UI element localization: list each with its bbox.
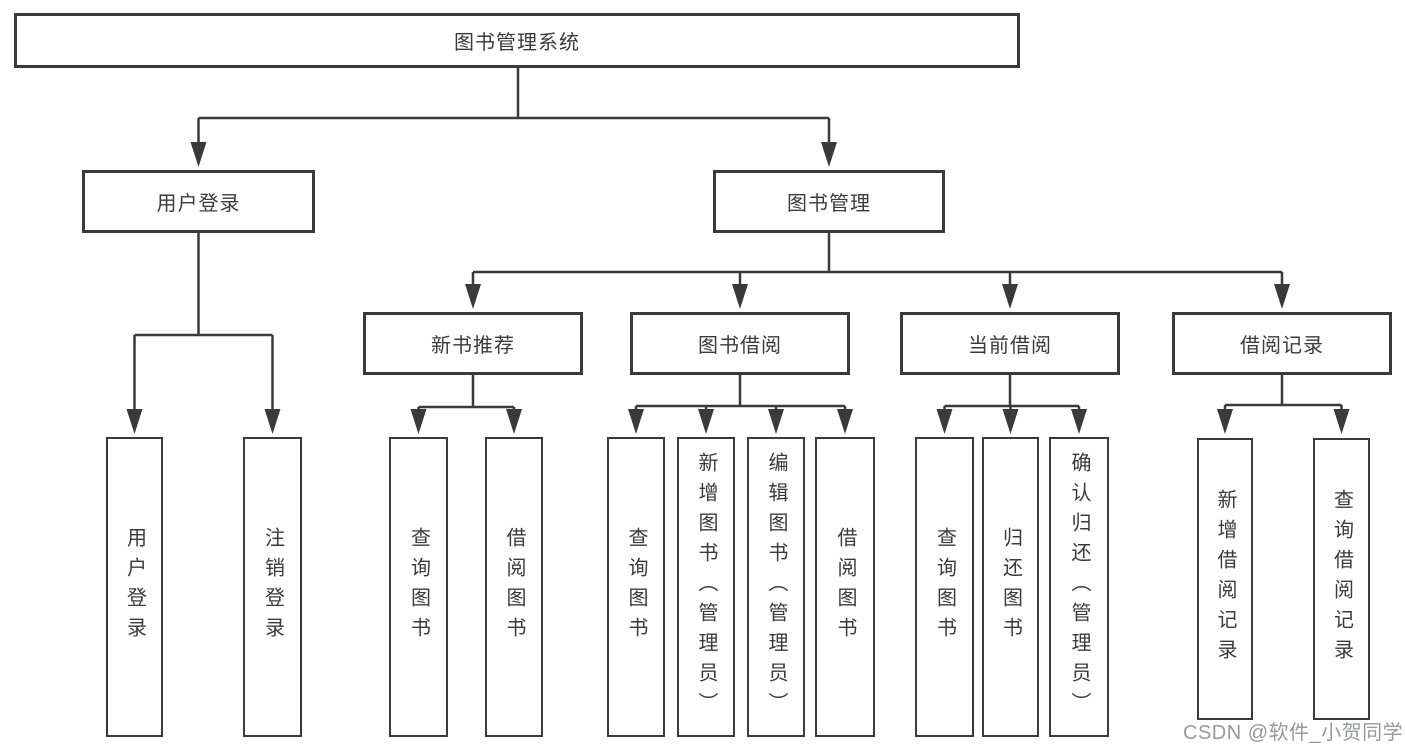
node-label: 图书管理系统 — [454, 32, 580, 54]
leaf-query-books-recommend: 查询图书 — [389, 437, 448, 737]
leaf-query-books-borrow: 查询图书 — [607, 437, 665, 737]
arrowhead — [698, 409, 714, 434]
node-label: 借阅图书 — [834, 527, 856, 647]
arrowhead — [768, 409, 784, 434]
leaf-borrow-books-recommend: 借阅图书 — [485, 437, 543, 737]
leaf-logout: 注销登录 — [243, 437, 302, 737]
node-label: 查询图书 — [407, 527, 430, 647]
arrowhead — [506, 409, 522, 434]
arrowhead — [821, 142, 837, 167]
node-current-borrow: 当前借阅 — [900, 312, 1120, 375]
node-borrow-records: 借阅记录 — [1172, 312, 1392, 375]
leaf-add-borrow-record: 新增借阅记录 — [1197, 438, 1253, 720]
node-label: 借阅记录 — [1240, 335, 1324, 357]
node-label: 查询借阅记录 — [1330, 489, 1353, 669]
node-new-book-recommend: 新书推荐 — [363, 312, 583, 375]
arrowhead — [1002, 284, 1018, 309]
node-label: 用户登录 — [156, 193, 241, 215]
arrowhead — [1002, 409, 1019, 434]
edge-book-management-to-level3 — [471, 233, 1284, 291]
node-label: 借阅图书 — [503, 527, 525, 647]
edge-borrow-records-to-leaves — [1223, 375, 1343, 416]
arrowhead — [732, 284, 748, 309]
node-label: 归还图书 — [999, 527, 1022, 647]
node-label: 新增图书（管理员） — [695, 452, 717, 722]
arrowhead — [190, 142, 207, 167]
node-label: 新增借阅记录 — [1214, 489, 1236, 669]
node-library-management-system: 图书管理系统 — [14, 13, 1020, 68]
edge-new-book-to-leaves — [417, 375, 516, 416]
node-label: 确认归还（管理员） — [1068, 452, 1090, 722]
arrowhead — [1274, 284, 1290, 309]
node-label: 编辑图书（管理员） — [765, 452, 787, 722]
arrowhead — [1217, 409, 1233, 434]
arrowhead — [410, 409, 427, 434]
arrowhead — [1071, 409, 1087, 434]
leaf-edit-book-admin: 编辑图书（管理员） — [747, 437, 805, 737]
arrowhead — [936, 409, 953, 434]
csdn-watermark: CSDN @软件_小贺同学 — [1183, 722, 1404, 744]
node-label: 查询图书 — [933, 527, 956, 647]
edge-book-borrow-to-leaves — [634, 375, 847, 416]
node-label: 注销登录 — [261, 527, 284, 647]
arrowhead — [1333, 409, 1350, 434]
leaf-add-book-admin: 新增图书（管理员） — [677, 437, 735, 737]
arrowhead — [126, 409, 143, 434]
leaf-query-books-current: 查询图书 — [915, 437, 974, 737]
node-label: 图书借阅 — [698, 335, 782, 357]
leaf-return-book: 归还图书 — [982, 437, 1039, 737]
node-label: 查询图书 — [625, 527, 647, 647]
node-label: 新书推荐 — [431, 335, 515, 357]
leaf-borrow-books: 借阅图书 — [815, 437, 875, 737]
node-user-login: 用户登录 — [82, 170, 315, 233]
node-label: 用户登录 — [123, 527, 146, 647]
leaf-query-borrow-record: 查询借阅记录 — [1313, 438, 1370, 720]
node-book-management: 图书管理 — [713, 170, 945, 233]
arrowhead — [628, 409, 644, 434]
edge-user-login-to-leaves — [133, 233, 274, 416]
arrowhead — [264, 409, 281, 434]
node-label: 当前借阅 — [968, 335, 1052, 357]
arrowhead — [837, 409, 853, 434]
edge-root-to-level2 — [197, 68, 831, 149]
arrowhead — [465, 284, 481, 309]
node-book-borrow: 图书借阅 — [630, 312, 850, 375]
leaf-user-login: 用户登录 — [106, 437, 163, 737]
node-label: 图书管理 — [787, 193, 871, 215]
leaf-confirm-return-admin: 确认归还（管理员） — [1049, 437, 1109, 737]
